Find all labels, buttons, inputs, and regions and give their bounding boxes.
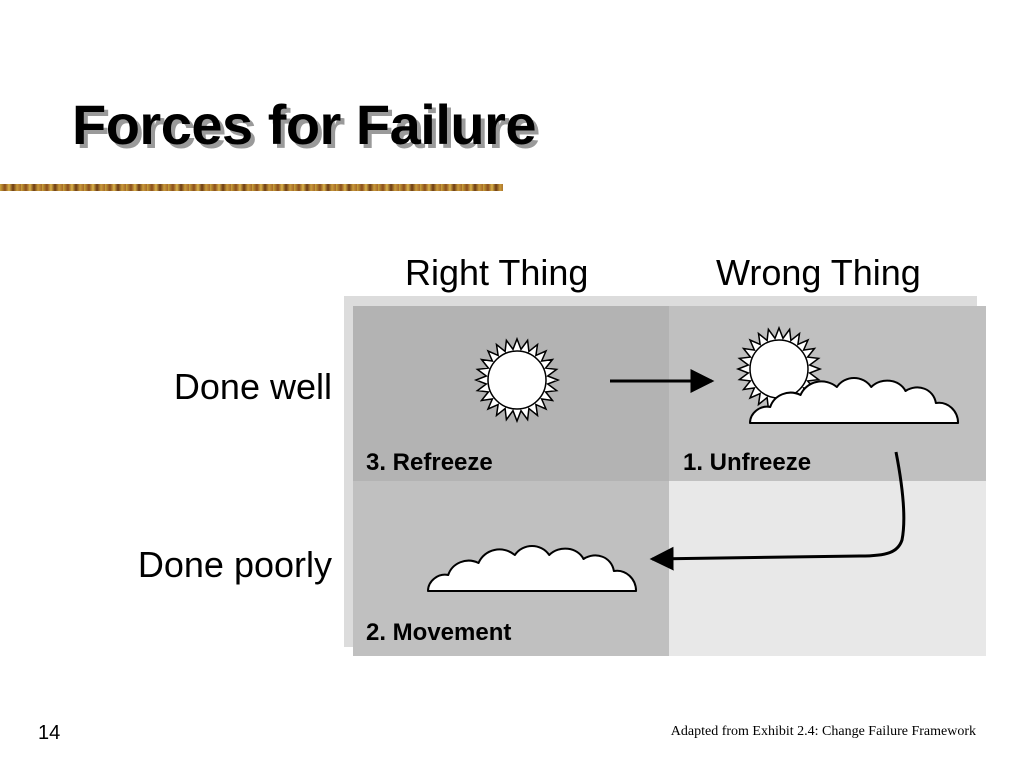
sun-disc <box>487 350 547 410</box>
arrow-unfreeze-to-movement <box>649 451 906 571</box>
cell-wrong-thing-done-well: 1. Unfreeze <box>669 306 986 481</box>
cell-label-movement: 2. Movement <box>366 619 512 646</box>
row-header-done-well: Done well <box>173 366 332 407</box>
column-header-right-thing: Right Thing <box>405 252 589 293</box>
slide-number: 14 <box>38 722 61 744</box>
sun-disc <box>749 339 809 399</box>
source-footnote: Adapted from Exhibit 2.4: Change Failure… <box>670 724 976 739</box>
row-header-done-poorly: Done poorly <box>137 544 332 585</box>
cloud-icon <box>426 544 638 593</box>
cell-right-thing-done-poorly: 2. Movement <box>353 481 669 656</box>
sun-behind-cloud-icon <box>735 325 960 425</box>
cell-label-unfreeze: 1. Unfreeze <box>683 449 812 476</box>
cell-wrong-thing-done-poorly <box>669 481 986 656</box>
column-header-wrong-thing: Wrong Thing <box>716 252 921 293</box>
title-divider <box>0 184 503 191</box>
sun-icon <box>473 336 561 424</box>
slide-title: Forces for Failure <box>72 93 537 156</box>
cell-label-refreeze: 3. Refreeze <box>366 449 493 476</box>
